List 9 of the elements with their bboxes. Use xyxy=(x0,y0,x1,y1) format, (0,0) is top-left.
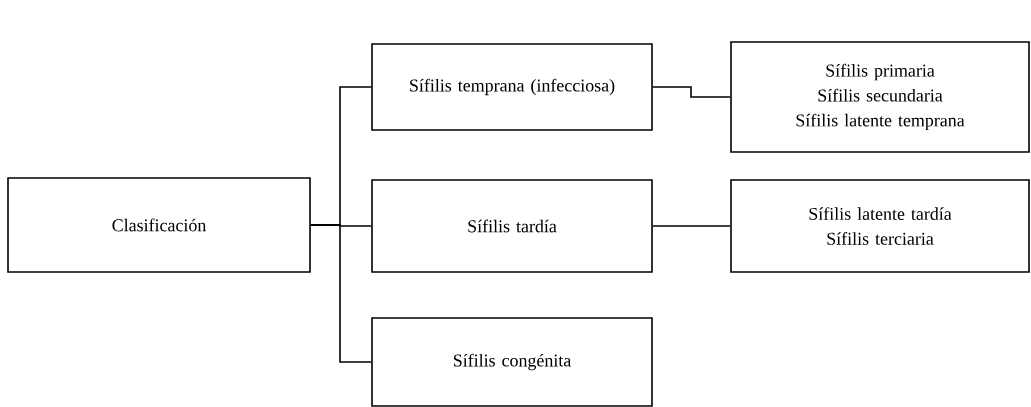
connector-line xyxy=(310,224,372,363)
category-box: Sífilis tardía xyxy=(371,179,653,273)
category-box: Sífilis primaria Sífilis secundaria Sífilis latente temprana xyxy=(730,41,1030,153)
connector-line xyxy=(652,225,731,227)
category-box: Sífilis latente tardía Sífilis terciaria xyxy=(730,179,1030,273)
category-box: Sífilis congénita xyxy=(371,317,653,407)
category-box: Sífilis temprana (infecciosa) xyxy=(371,43,653,131)
connector-line xyxy=(652,86,731,98)
root-box: Clasificación xyxy=(7,177,311,273)
